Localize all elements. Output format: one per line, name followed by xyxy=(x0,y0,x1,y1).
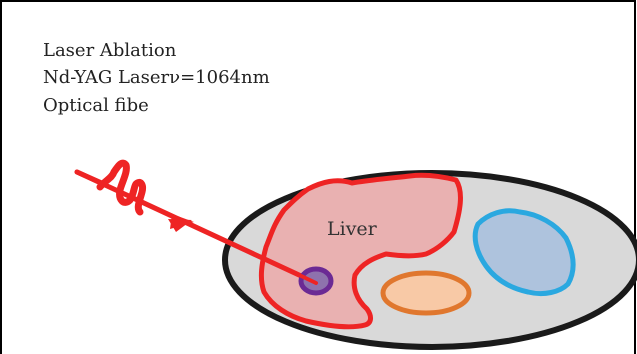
caption-title: Laser Ablation xyxy=(43,42,176,60)
caption-laser-spec: Nd-YAG Laserν=1064nm xyxy=(43,69,270,87)
laser-beam-lead xyxy=(77,172,104,184)
caption-fiber: Optical fibe xyxy=(43,97,149,115)
orange-region xyxy=(383,273,469,313)
liver-label: Liver xyxy=(327,220,377,239)
